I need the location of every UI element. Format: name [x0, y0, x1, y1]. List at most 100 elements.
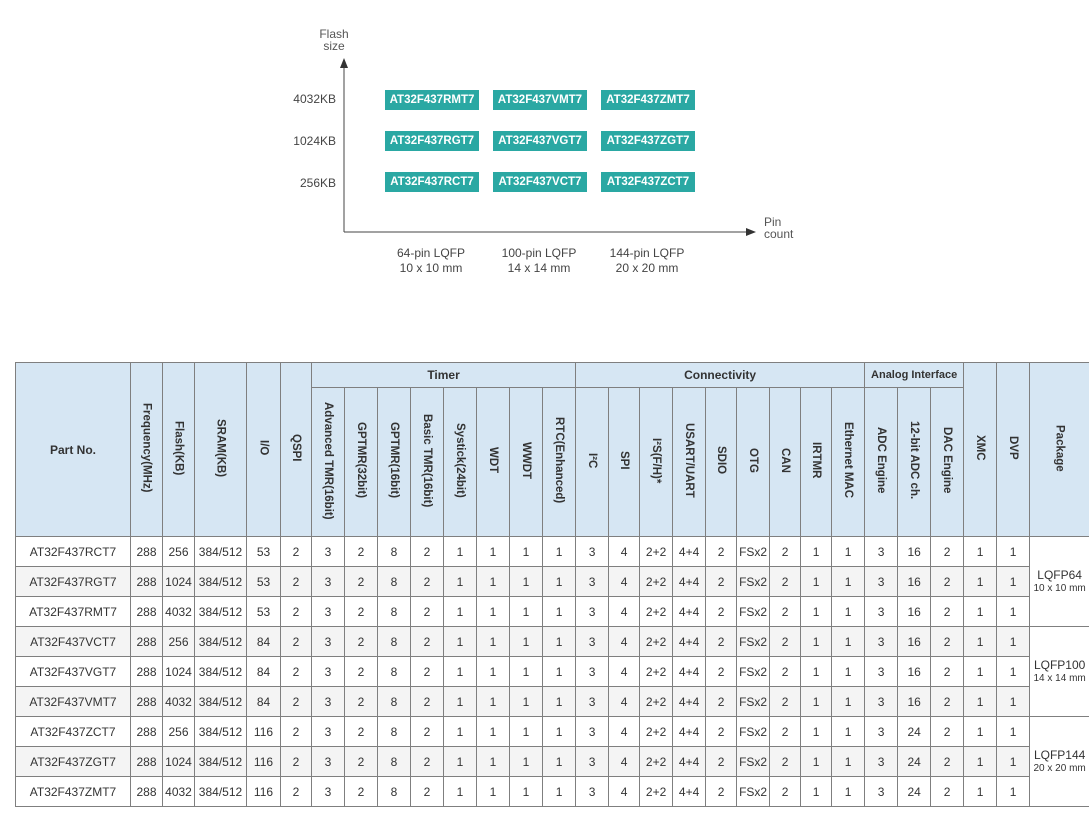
qspi-header: QSPI [280, 362, 312, 537]
spec-cell: 3 [311, 656, 345, 687]
spec-cell: 1 [963, 716, 998, 747]
otg-header: OTG [736, 387, 771, 537]
spec-cell: FSx2 [736, 686, 771, 717]
spec-cell: 2 [769, 686, 802, 717]
chip-tile: AT32F437ZMT7 [601, 90, 695, 110]
spec-cell: 4+4 [672, 746, 707, 777]
spec-cell: 2 [769, 656, 802, 687]
spec-cell: 1 [541, 656, 577, 687]
spec-cell: 1 [996, 656, 1031, 687]
spec-cell: 1 [831, 626, 866, 657]
spec-cell: 384/512 [194, 536, 247, 567]
spec-cell: 1 [541, 716, 577, 747]
x-axis-title-line2: count [764, 227, 794, 241]
basic-tmr-header: Basic TMR(16bit) [410, 387, 444, 537]
spec-cell: 3 [864, 536, 899, 567]
y-axis-title: Flash size [318, 28, 350, 52]
sram-header: SRAM(KB) [194, 362, 247, 537]
gptmr16-header: GPTMR(16bit) [377, 387, 411, 537]
part-number-cell: AT32F437ZCT7 [15, 716, 131, 747]
spec-cell: 1 [800, 656, 833, 687]
spec-cell: 4032 [162, 686, 195, 717]
spec-cell: 1 [541, 536, 577, 567]
chip-tile: AT32F437ZCT7 [601, 172, 695, 192]
spec-cell: 2 [410, 536, 444, 567]
spec-cell: 1 [800, 626, 833, 657]
adc-engine-header: ADC Engine [864, 387, 899, 537]
spec-cell: 1024 [162, 656, 195, 687]
x-axis-title-line1: Pin [764, 215, 782, 229]
spec-cell: 288 [130, 626, 163, 657]
spec-cell: 1 [541, 626, 577, 657]
spec-cell: 1 [800, 716, 833, 747]
spec-cell: 1 [800, 776, 833, 807]
spec-cell: 2 [930, 746, 965, 777]
package-size: 10 x 10 mm [399, 261, 463, 275]
part-number-cell: AT32F437VMT7 [15, 686, 131, 717]
chip-tile: AT32F437VMT7 [493, 90, 587, 110]
spec-cell: 256 [162, 536, 195, 567]
wwdt-header: WWDT [509, 387, 543, 537]
package-size: 14 x 14 mm [507, 261, 571, 275]
adv-tmr-header: Advanced TMR(16bit) [311, 387, 345, 537]
spec-cell: 1 [996, 746, 1031, 777]
spec-cell: 1 [476, 626, 510, 657]
spec-cell: FSx2 [736, 746, 771, 777]
spec-cell: FSx2 [736, 536, 771, 567]
spec-cell: 2+2 [639, 656, 674, 687]
spec-cell: 288 [130, 596, 163, 627]
spec-cell: 116 [246, 716, 281, 747]
spec-cell: 384/512 [194, 776, 247, 807]
spec-cell: 2 [410, 776, 444, 807]
spi-header: SPI [608, 387, 641, 537]
spec-cell: 2 [344, 776, 378, 807]
spec-cell: 2+2 [639, 596, 674, 627]
spec-cell: 288 [130, 746, 163, 777]
spec-cell: 8 [377, 566, 411, 597]
usart-header: USART/UART [672, 387, 707, 537]
spec-cell: 16 [897, 536, 932, 567]
spec-cell: 2+2 [639, 746, 674, 777]
flash-level-label: 4032KB [293, 92, 336, 106]
spec-cell: 2 [769, 536, 802, 567]
spec-cell: 1 [476, 746, 510, 777]
spec-cell: 1 [800, 536, 833, 567]
spec-cell: 1 [443, 656, 477, 687]
spec-cell: 2 [705, 686, 738, 717]
spec-cell: 1 [996, 566, 1031, 597]
package-label: 64-pin LQFP 10 x 10 mm [381, 246, 481, 276]
spec-cell: 384/512 [194, 716, 247, 747]
spec-cell: 4 [608, 776, 641, 807]
spec-cell: 4+4 [672, 686, 707, 717]
spec-cell: 3 [575, 656, 610, 687]
spec-cell: 1 [831, 776, 866, 807]
spec-cell: 53 [246, 566, 281, 597]
spec-cell: 2 [769, 716, 802, 747]
spec-cell: 1 [831, 536, 866, 567]
spec-cell: 2 [344, 686, 378, 717]
spec-cell: 2 [705, 566, 738, 597]
spec-cell: 3 [575, 686, 610, 717]
part-no-header: Part No. [15, 362, 131, 537]
chip-tile: AT32F437VCT7 [493, 172, 587, 192]
spec-cell: 2 [410, 596, 444, 627]
spec-cell: 2 [280, 746, 312, 777]
spec-table: Part No. Frequency(MHz) Flash(KB) SRAM(K… [15, 362, 1089, 807]
spec-cell: 1 [996, 716, 1031, 747]
spec-cell: 2 [344, 536, 378, 567]
spec-cell: 3 [311, 746, 345, 777]
spec-cell: 4 [608, 656, 641, 687]
spec-cell: 2 [769, 596, 802, 627]
spec-cell: 1 [831, 596, 866, 627]
spec-cell: 1 [831, 656, 866, 687]
spec-cell: 3 [311, 566, 345, 597]
spec-cell: 3 [575, 536, 610, 567]
spec-cell: 1 [963, 656, 998, 687]
irtmr-header: IRTMR [800, 387, 833, 537]
spec-cell: 3 [864, 686, 899, 717]
spec-cell: FSx2 [736, 566, 771, 597]
spec-cell: 2 [705, 656, 738, 687]
